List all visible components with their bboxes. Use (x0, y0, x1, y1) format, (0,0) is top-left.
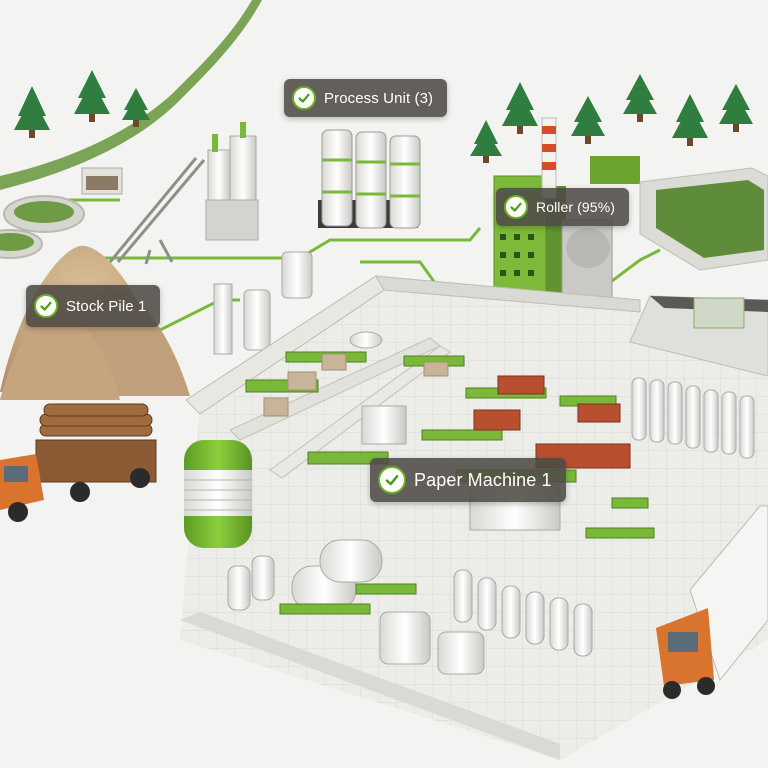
green-silo (184, 440, 252, 548)
settling-pond (0, 167, 123, 259)
water-reservoir (639, 167, 768, 271)
storage-building (629, 295, 768, 377)
silo-group-left (205, 122, 259, 241)
process-unit-label[interactable]: Process Unit (3) (284, 79, 448, 117)
roller-label[interactable]: Roller (95%) (496, 188, 629, 226)
roller-label-text: Roller (95%) (536, 199, 615, 215)
process-unit-label-text: Process Unit (3) (324, 89, 434, 107)
check-circle-icon (378, 466, 406, 494)
delivery-truck (656, 505, 768, 699)
conveyor-boom (108, 157, 206, 265)
stock-pile-label-text: Stock Pile 1 (66, 297, 147, 315)
process-unit-tanks (318, 129, 421, 229)
stock-pile-label[interactable]: Stock Pile 1 (26, 285, 161, 327)
check-circle-icon (504, 195, 528, 219)
mid-tanks (213, 251, 313, 355)
paper-machine-label-text: Paper Machine 1 (414, 469, 552, 490)
check-circle-icon (292, 86, 316, 110)
roll-processing-bay (279, 539, 485, 675)
paper-roll-rows (227, 377, 755, 657)
road (0, 0, 262, 190)
tree-cluster (14, 70, 753, 163)
log-truck (0, 403, 157, 522)
check-circle-icon (34, 294, 58, 318)
paper-machine-label[interactable]: Paper Machine 1 (370, 458, 566, 502)
